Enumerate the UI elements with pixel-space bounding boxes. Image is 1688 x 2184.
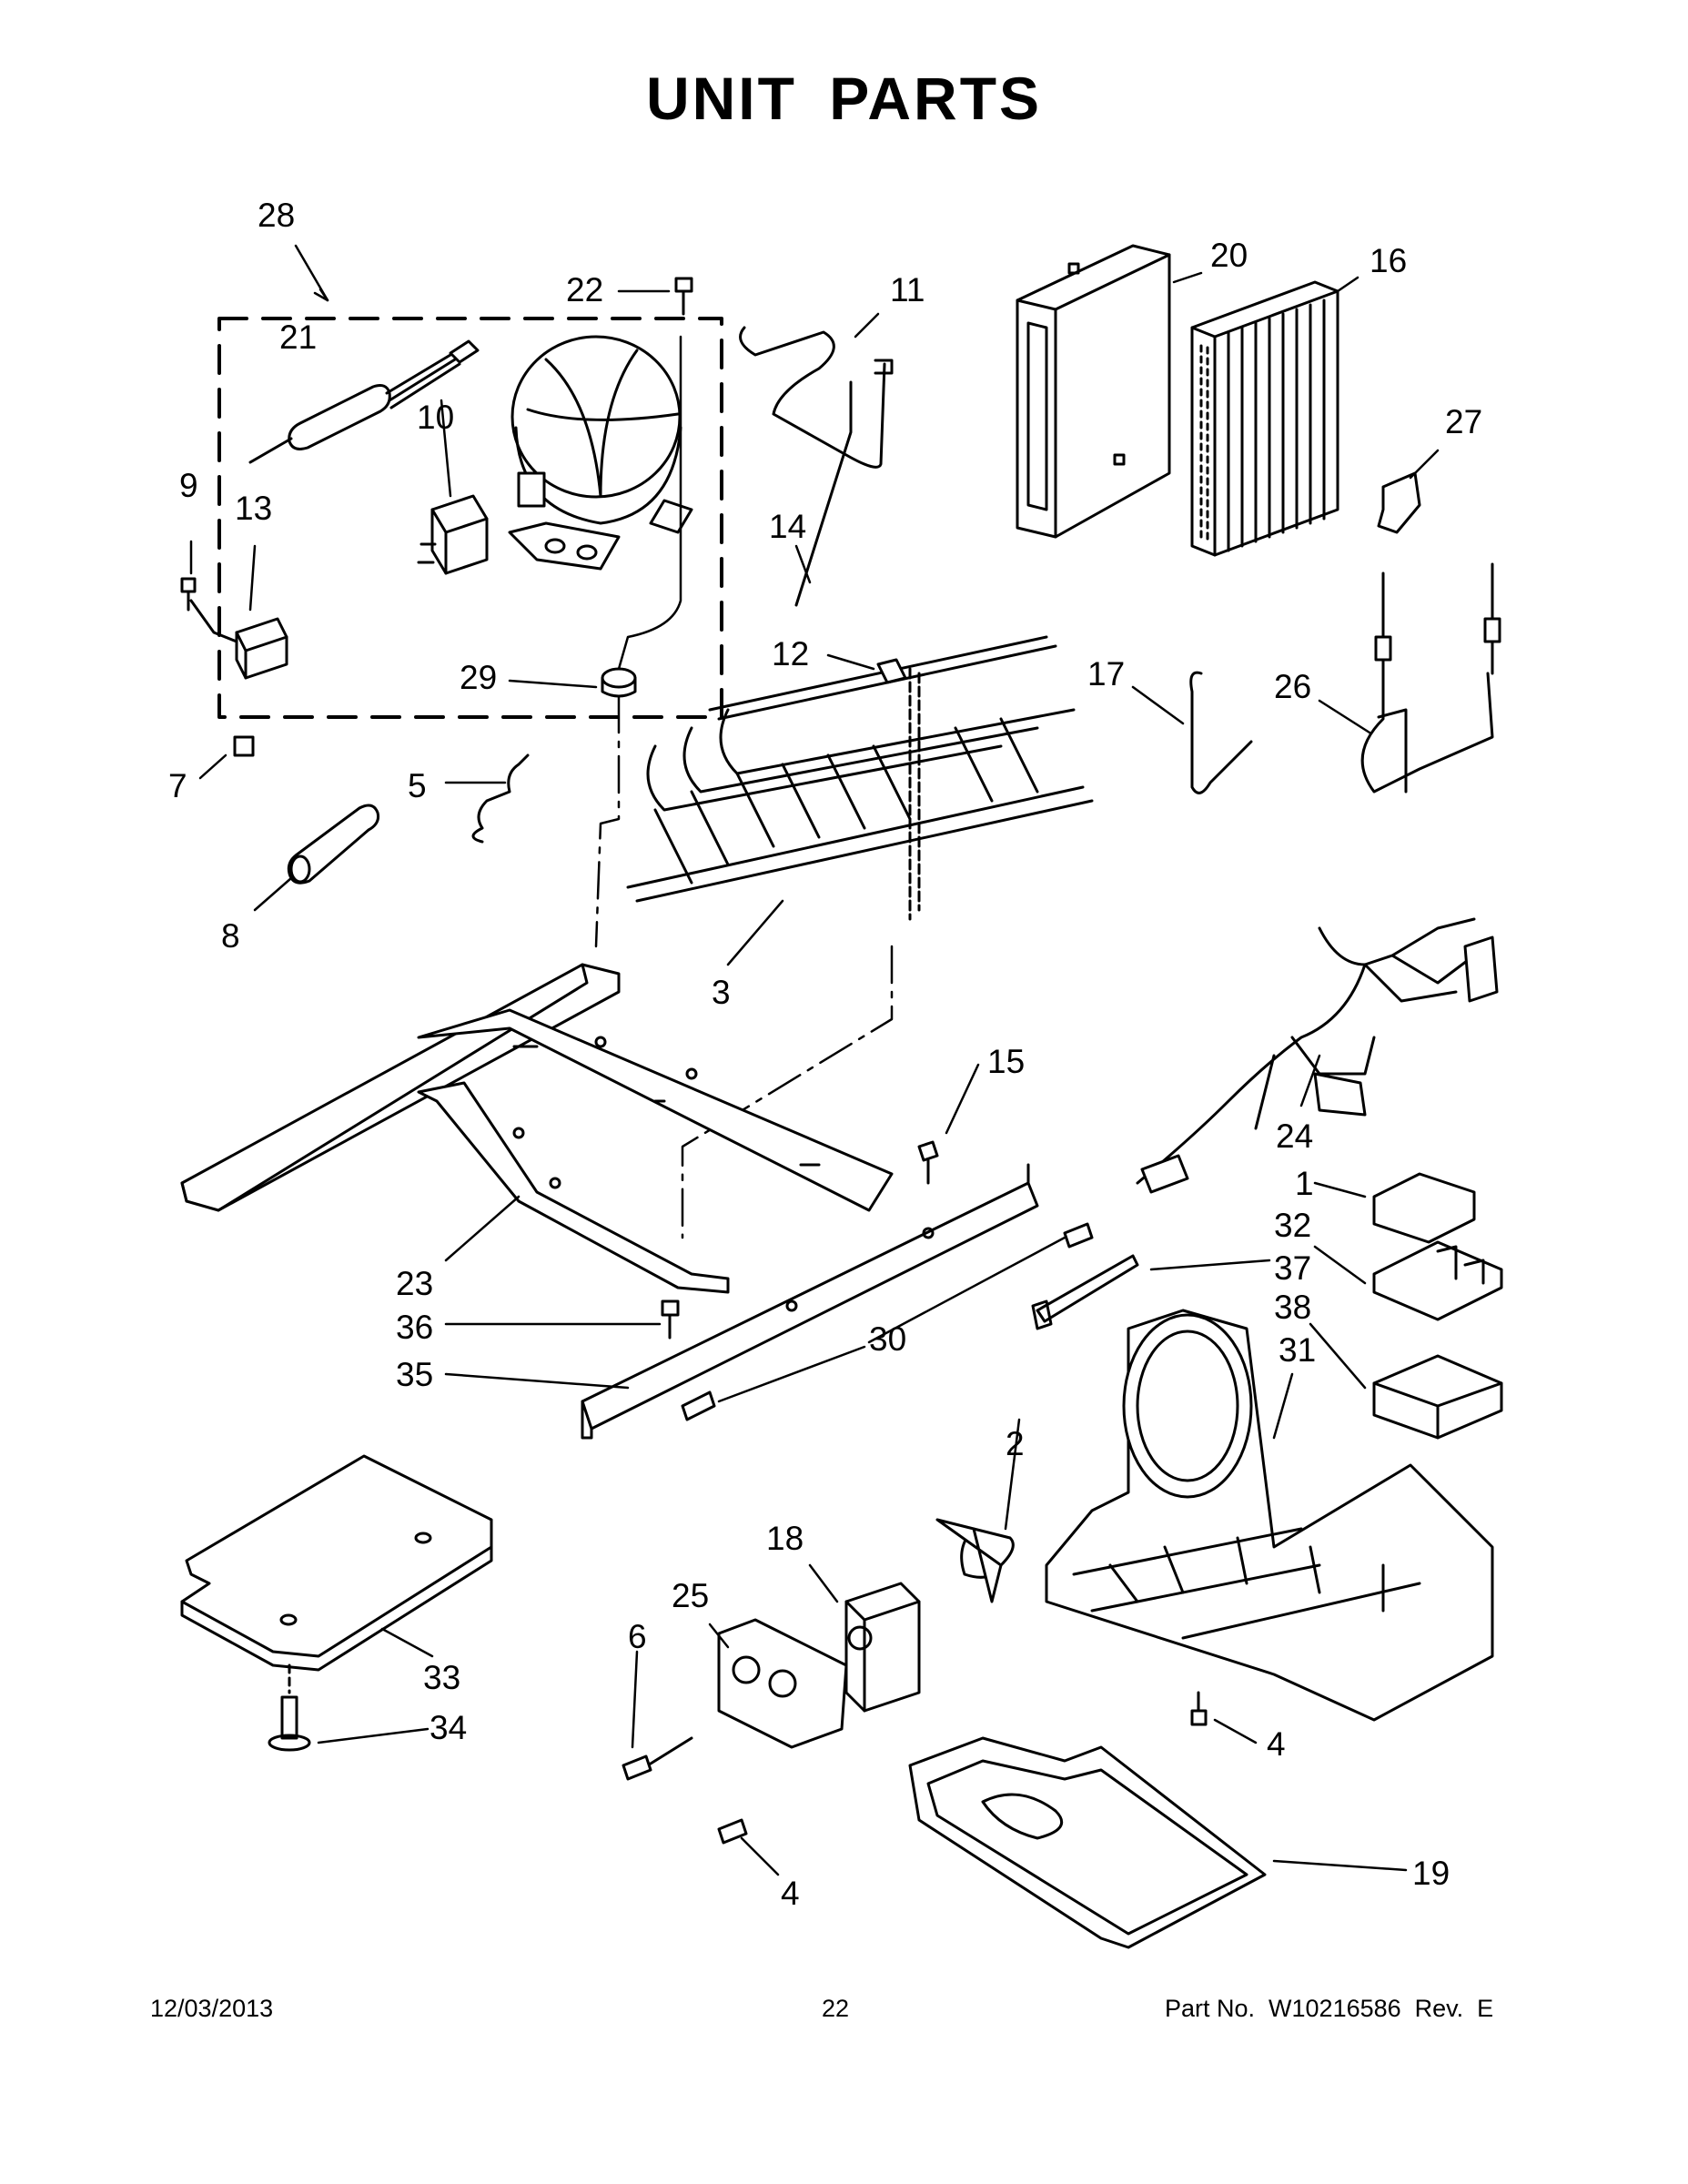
callout-26: 26: [1274, 668, 1312, 705]
callout-29: 29: [460, 659, 498, 696]
callout-24: 24: [1276, 1117, 1314, 1155]
callout-14: 14: [769, 508, 807, 545]
wire-clip-icon: [471, 753, 530, 844]
tube-icon: [794, 380, 853, 607]
control-board-icon: [1372, 1240, 1503, 1321]
callout-16: 16: [1370, 242, 1408, 279]
callout-2: 2: [1006, 1425, 1025, 1462]
screw-36-icon: [661, 1299, 680, 1340]
control-box-icon: [1372, 1354, 1503, 1440]
bolt-icon: [674, 277, 693, 316]
callout-36: 36: [396, 1309, 434, 1346]
start-device-icon: [189, 599, 288, 680]
heat-exchanger-icon: [1360, 562, 1501, 794]
screw-35-icon: [681, 1390, 716, 1421]
evaporator-icon: [626, 635, 1094, 921]
callout-33: 33: [423, 1659, 461, 1696]
callout-19: 19: [1412, 1855, 1450, 1892]
clip-12-icon: [876, 658, 907, 684]
callout-12: 12: [772, 635, 810, 672]
fan-blade-icon: [935, 1518, 1015, 1603]
motor-bracket-icon: [717, 1618, 848, 1749]
callout-5: 5: [408, 767, 427, 804]
callout-22: 22: [566, 271, 604, 308]
callout-32: 32: [1274, 1207, 1312, 1244]
page-title: UNIT PARTS: [645, 65, 1043, 132]
screw-15-icon: [917, 1140, 939, 1185]
callout-6: 6: [628, 1618, 647, 1655]
grommet-icon: [233, 735, 255, 757]
callout-18: 18: [766, 1520, 804, 1557]
cable-tie-icon: [1031, 1254, 1139, 1330]
callout-37: 37: [1274, 1249, 1312, 1287]
mount-grommet-icon: [601, 667, 637, 698]
frame-rails-icon: [180, 963, 894, 1294]
shroud-icon: [1016, 244, 1171, 539]
leader-lines: [189, 244, 1440, 1876]
callout-25: 25: [672, 1577, 710, 1614]
wiring-harness-icon: [1136, 917, 1499, 1194]
callout-35: 35: [396, 1356, 434, 1393]
compressor-icon: [508, 335, 693, 571]
callout-15: 15: [987, 1043, 1026, 1080]
callout-31: 31: [1279, 1331, 1317, 1369]
callout-17: 17: [1087, 655, 1126, 693]
callout-1: 1: [1295, 1165, 1314, 1202]
relay-icon: [417, 494, 489, 575]
callout-34: 34: [430, 1709, 468, 1746]
screw-4-left-icon: [717, 1818, 748, 1845]
callout-38: 38: [1274, 1289, 1312, 1326]
compressor-assembly-box: [217, 317, 723, 719]
condenser-tube-icon: [739, 326, 894, 469]
tube-17-icon: [1189, 671, 1253, 794]
control-cover-icon: [1372, 1172, 1476, 1244]
callout-4-right: 4: [1267, 1725, 1286, 1763]
fan-motor-icon: [844, 1582, 921, 1713]
callout-27: 27: [1445, 403, 1483, 440]
callout-28: 28: [258, 197, 296, 234]
sleeve-icon: [287, 804, 379, 885]
footer-date: 12/03/2013: [150, 1995, 274, 2022]
callout-9: 9: [179, 467, 198, 504]
callout-23: 23: [396, 1265, 434, 1302]
callout-20: 20: [1210, 237, 1248, 274]
callout-10: 10: [417, 399, 455, 436]
machine-compartment-icon: [1045, 1309, 1494, 1722]
screw-6-icon: [622, 1736, 693, 1781]
clip-icon: [1377, 471, 1421, 534]
filter-drier-icon: [248, 339, 480, 464]
screw-30-icon: [1063, 1222, 1094, 1249]
callout-30: 30: [869, 1320, 907, 1358]
front-rail-icon: [581, 1163, 1039, 1440]
base-panel-icon: [180, 1454, 493, 1672]
callout-8: 8: [221, 917, 240, 955]
callout-11: 11: [890, 271, 925, 308]
callout-3: 3: [712, 974, 731, 1011]
callout-13: 13: [235, 490, 273, 527]
callout-7: 7: [168, 767, 187, 804]
condenser-icon: [1190, 280, 1339, 557]
footer-page-number: 22: [822, 1995, 850, 2022]
drain-pan-icon: [908, 1736, 1267, 1949]
leveling-leg-icon: [268, 1663, 311, 1752]
callout-21: 21: [279, 318, 318, 356]
footer-part-number: Part No. W10216586 Rev. E: [1165, 1995, 1494, 2022]
screw-4-right-icon: [1190, 1691, 1208, 1726]
bolt-9-icon: [180, 577, 197, 612]
callout-4-left: 4: [781, 1875, 800, 1912]
